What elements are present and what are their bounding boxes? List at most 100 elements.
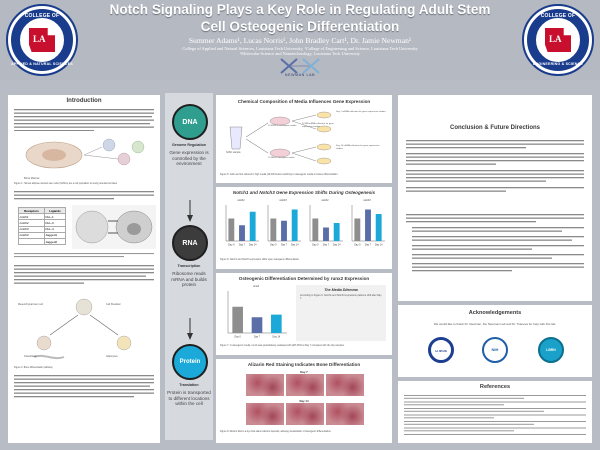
media-label-10nm-media: 10 NM in osteogenic media — [268, 157, 295, 159]
stain-image — [326, 374, 364, 396]
references-title: References — [479, 384, 511, 390]
protein-text: Protein is transported to different loca… — [167, 390, 211, 407]
figure3-label-osteoblasts: Osteoblasts — [24, 355, 37, 358]
figure3-notch-diagram — [72, 205, 156, 249]
chart-tick-label: Day 14 — [375, 244, 383, 247]
chart-axis — [227, 291, 287, 334]
chart-tick-label: Day 7 — [323, 244, 330, 247]
media-panel: Chemical Composition of Media Influences… — [216, 95, 392, 183]
figure1-label: Bone Marrow — [24, 177, 40, 180]
chart-tick-label: Day 14 — [249, 244, 257, 247]
affiliations: College of Applied and Natural Sciences,… — [182, 46, 418, 57]
stain-image — [326, 403, 364, 425]
chart-bar — [271, 314, 282, 333]
alizarin-panel: Alizarin Red Staining Indicates Bone Dif… — [216, 359, 392, 443]
nih-logo — [482, 337, 508, 363]
ack-text: We would like to thank Dr. Newman, the N… — [433, 322, 557, 326]
acknowledgements-panel: Acknowledgements We would like to thank … — [398, 305, 592, 377]
chart-tick-label: Day 0 — [354, 244, 361, 247]
chart-tick-label: Day 0 — [312, 244, 319, 247]
text-lines — [14, 109, 154, 132]
down-arrow-icon — [187, 200, 193, 222]
poster-title: Notch Signaling Plays a Key Role in Regu… — [109, 2, 491, 34]
chart-tick-label: Day 0 — [235, 336, 242, 339]
stain-image — [246, 403, 284, 425]
text-lines-4 — [14, 375, 154, 398]
chart-bar — [333, 223, 340, 241]
rna-heading: Transcription — [177, 264, 201, 268]
media-label-day14: Day 14 mRNA collection for gene expressi… — [336, 145, 380, 150]
figure4-differentiation-diagram — [33, 298, 132, 360]
engineering-science-logo: COLLEGE OF LA ENGINEERING & SCIENCE — [522, 4, 594, 76]
chart-bar — [281, 220, 287, 241]
references-panel: References — [398, 381, 592, 443]
stain-image — [246, 374, 284, 396]
media-workflow-diagram — [229, 111, 332, 165]
chart-tick-label: Day 7 — [254, 336, 261, 339]
chart-bar — [270, 218, 277, 241]
chart-axis — [309, 205, 343, 242]
intro-text-block — [14, 109, 154, 132]
rna-text: Ribosome reads mRNA and builds protein — [171, 271, 207, 288]
chart-bar — [365, 209, 371, 241]
conclusion-title: Conclusion & Future Directions — [449, 125, 540, 131]
introduction-panel: Introduction Bone Marrow Figure 1: Human… — [8, 95, 160, 443]
introduction-title: Introduction — [66, 98, 102, 104]
stain-image — [286, 374, 324, 396]
poster-header: COLLEGE OF LA APPLIED & NATURAL SCIENCES… — [0, 0, 600, 80]
media-label-day7: Day 7 mRNA collection for gene expressio… — [336, 111, 386, 113]
conclusion-text-lines — [406, 140, 584, 272]
osteo-panel: Osteogenic Differentiation Determined by… — [216, 273, 392, 355]
chart-bar — [232, 306, 243, 333]
figure3-label-adipocytes: Adipocytes — [106, 355, 118, 358]
lab-name: NEWMAN LAB — [284, 73, 316, 77]
chart-bar — [312, 218, 319, 241]
chart-bar — [375, 214, 382, 241]
media-label-14mdm: 14 MDM in osteogenic media — [268, 125, 297, 127]
chart-bar — [323, 227, 329, 241]
figure1-illustration — [25, 138, 145, 169]
chart-tick-label: Day 14 — [291, 244, 299, 247]
central-dogma-column — [165, 93, 213, 440]
text-lines-2 — [14, 191, 154, 200]
media-dilemma-box: The Media Dilemma According to Figure 6,… — [296, 285, 386, 341]
references-text-lines — [404, 395, 586, 435]
chart-axis — [267, 205, 301, 242]
chart-bar — [249, 211, 256, 241]
text-lines-3 — [14, 265, 154, 284]
dna-heading: Genome Regulation — [172, 143, 206, 147]
chart-bar — [251, 317, 263, 333]
alizarin-caption: Figure 8: Alizarin Red is a dye that sta… — [220, 431, 332, 433]
figure4-caption: Figure 4: Bone differentiation pathway — [14, 367, 53, 369]
notch-caption: Figure 6: Notch1 and Notch3 expression s… — [220, 259, 299, 261]
chart-tick-label: Day 7 — [365, 244, 372, 247]
notch-title: Notch1 and Notch3 Gene Expression Shifts… — [232, 190, 376, 195]
chart-tick-label: Day 14 — [333, 244, 341, 247]
day7-label: Day 7 — [300, 370, 308, 374]
day14-label: Day 14 — [299, 399, 309, 403]
dna-circle: DNA — [172, 104, 208, 140]
chart-bar — [354, 218, 361, 241]
osteo-caption: Figure 7: In osteogenic media, runx2 was… — [220, 345, 345, 347]
rna-circle: RNA — [172, 225, 208, 261]
figure3-caption — [14, 253, 154, 261]
applied-natural-sciences-logo: COLLEGE OF LA APPLIED & NATURAL SCIENCES — [6, 4, 78, 76]
newman-lab-logo — [280, 58, 320, 74]
media-caption: Figure 5: Cells are first cultured in hi… — [220, 174, 339, 176]
chart-axis — [225, 205, 259, 242]
media-label-10nm-collection: 10 NM mRNA collection for gene expressio… — [302, 123, 334, 128]
figure1-caption: Figure 1: Human adipose derived stem cel… — [14, 183, 118, 185]
notch-panel: Notch1 and Notch3 Gene Expression Shifts… — [216, 187, 392, 269]
chart-tick-label: Day 0 — [270, 244, 277, 247]
stain-image — [286, 403, 324, 425]
chart-bar — [291, 209, 298, 241]
ack-title: Acknowledgements — [468, 310, 522, 316]
down-arrow-icon — [187, 318, 193, 340]
osteo-title: Osteogenic Differentiation Determined by… — [238, 276, 370, 281]
protein-heading: Translation — [179, 383, 199, 387]
